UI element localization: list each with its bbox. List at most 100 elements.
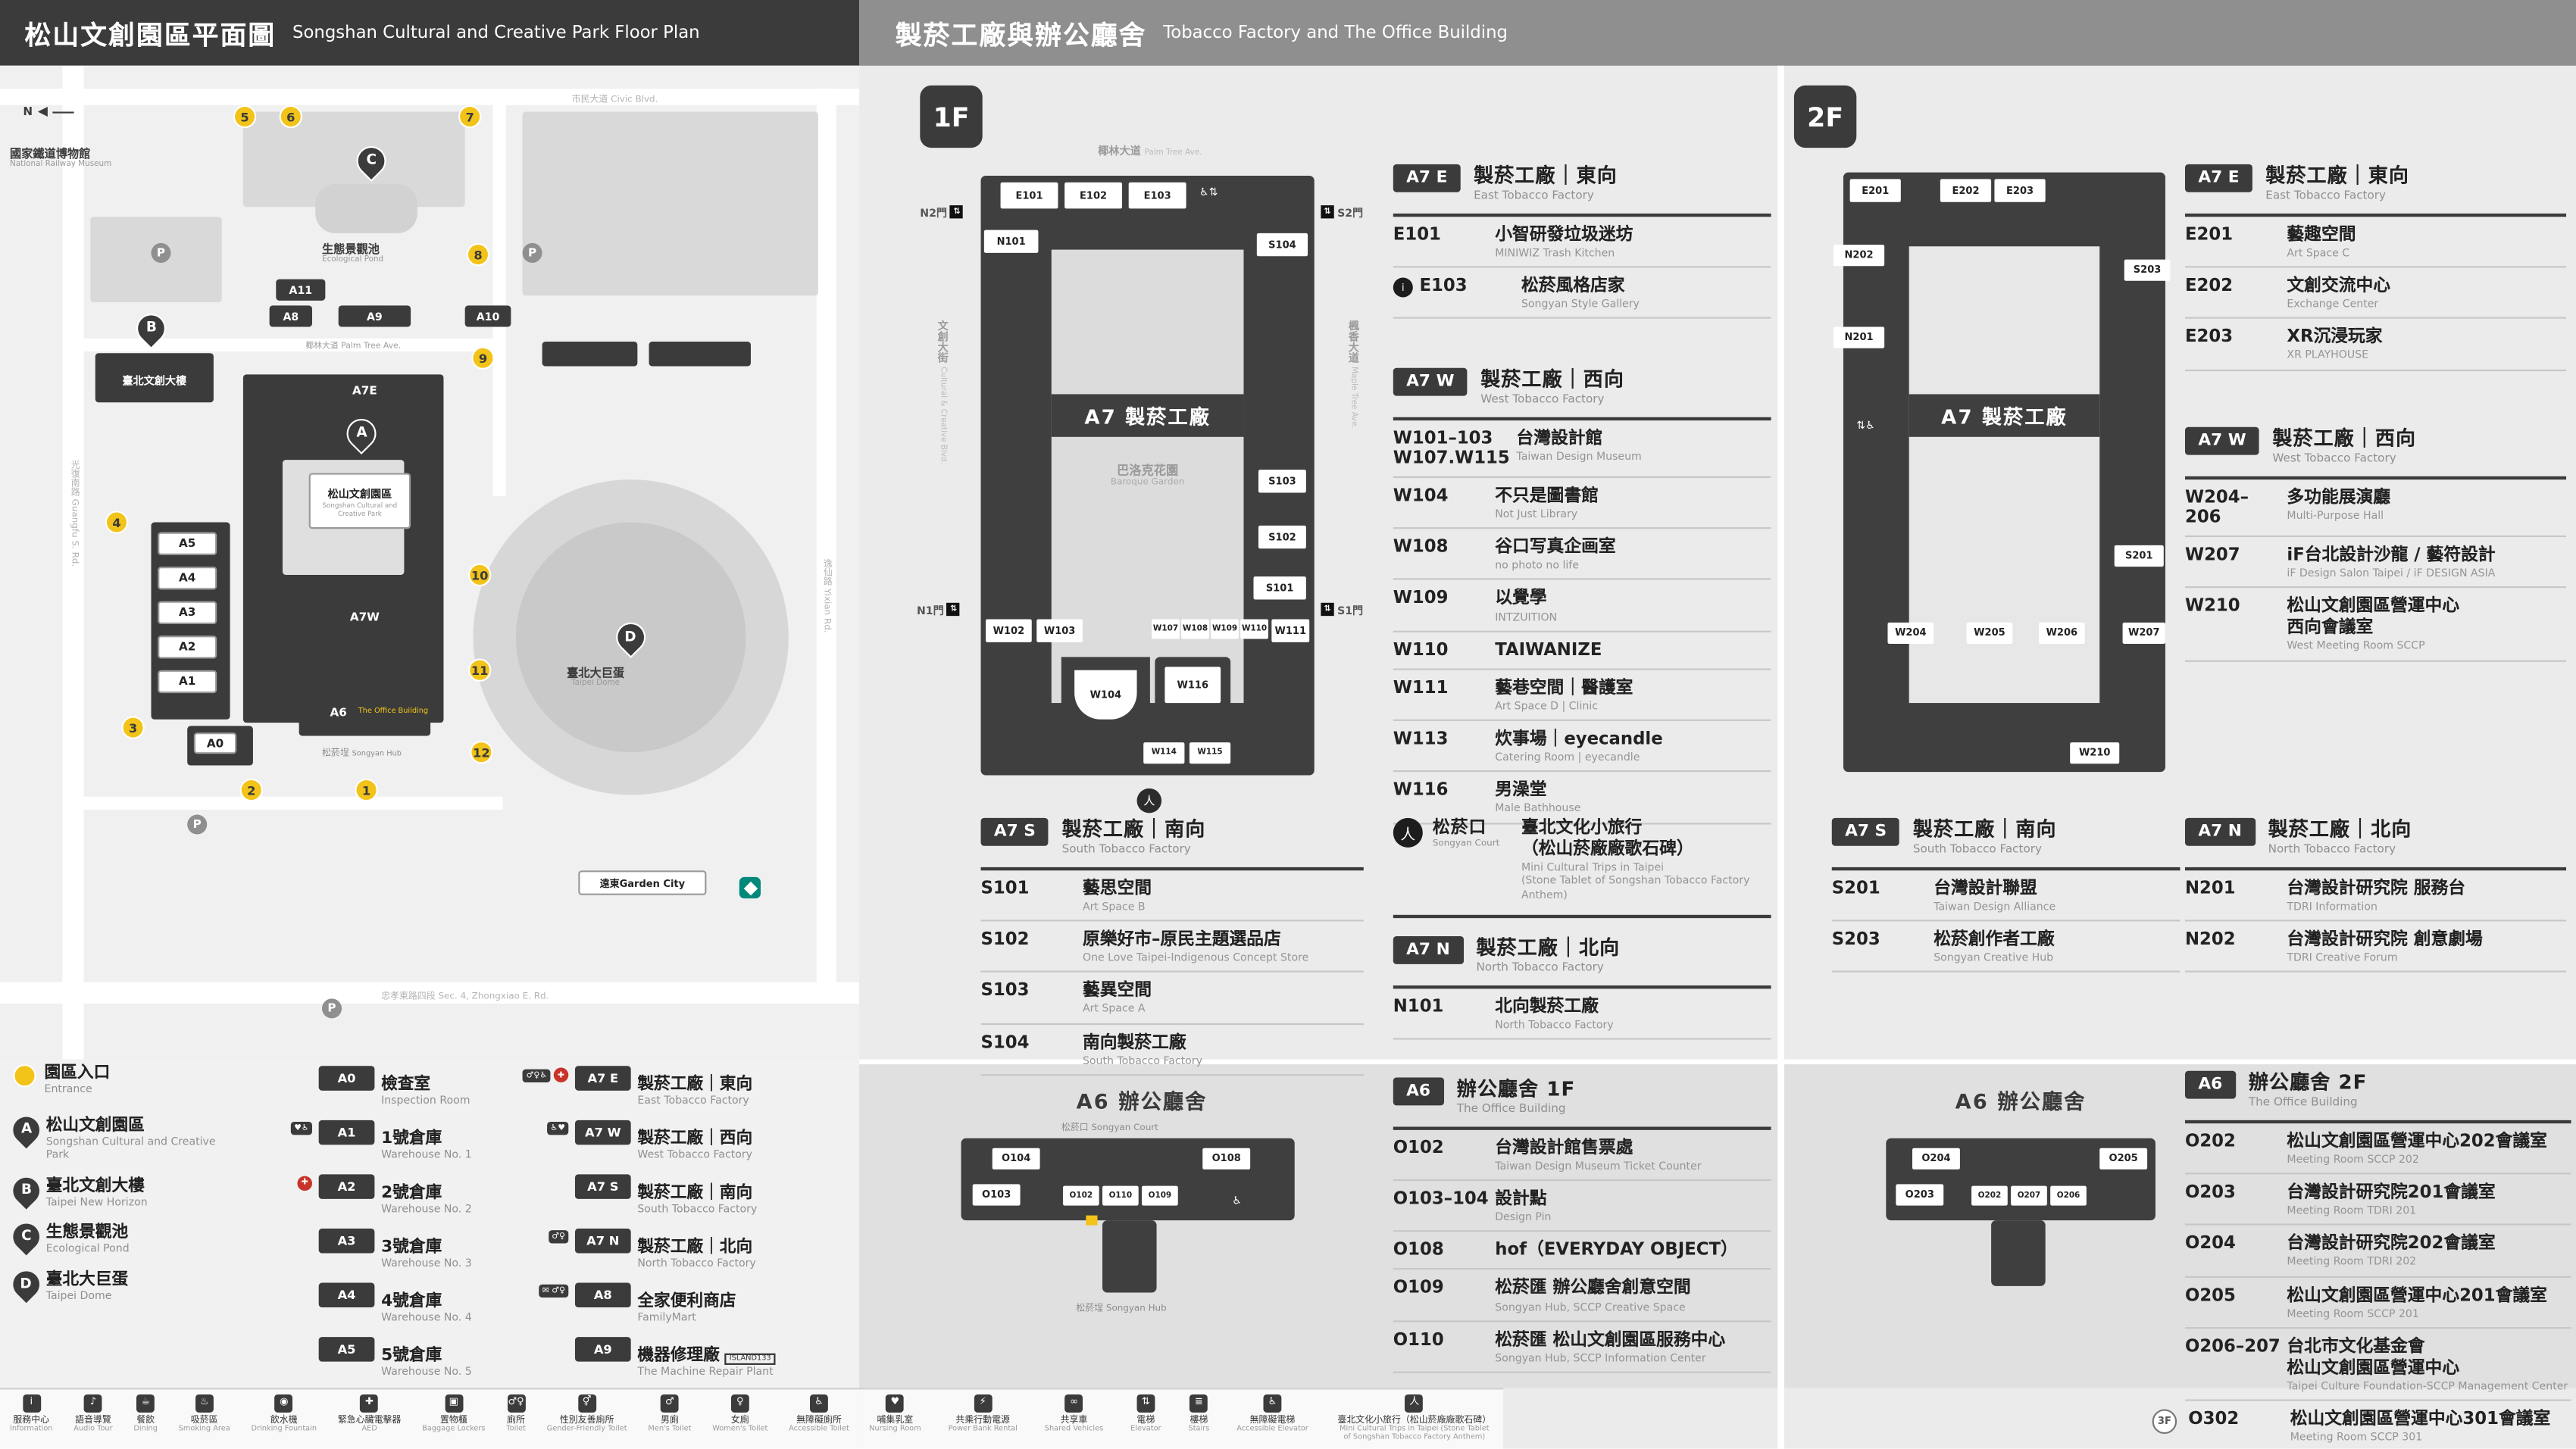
facility-name-zh: 樓梯 — [1190, 1416, 1208, 1426]
door-s1: ⇅S1門 — [1321, 601, 1363, 617]
room-name: 台灣設計館售票處 Taiwan Design Museum Ticket Cou… — [1495, 1138, 1702, 1173]
facility-name-zh: 共享車 — [1060, 1416, 1088, 1426]
facility-name-en: Gender-Friendly Toilet — [546, 1426, 627, 1435]
entrance-7: 7 — [458, 105, 482, 129]
room-code: O109 — [1393, 1278, 1444, 1298]
facility-icon: ☕ — [136, 1394, 155, 1413]
road-zhongxiao — [0, 982, 860, 1004]
legend-building-row: ✚ A2 2號倉庫 Warehouse No. 2 — [263, 1173, 539, 1217]
facility-icon: ∞ — [1064, 1394, 1083, 1413]
directory-row: O202 松山文創園區營運中心202會議室 Meeting Room SCCP … — [2184, 1123, 2571, 1175]
directory-row: E201 藝趣空間 Art Space C — [2184, 217, 2567, 268]
facility-item: ♥ 哺集乳室 Nursing Room — [869, 1394, 921, 1435]
left-title-en: Songshan Cultural and Creative Park Floo… — [292, 23, 700, 43]
building-name-zh: 製菸工廠｜西向 — [637, 1129, 753, 1148]
directory-row: S201 台灣設計聯盟 Taiwan Design Alliance — [1831, 870, 2181, 922]
map-pin-icon: B — [8, 1171, 45, 1209]
left-title-zh: 松山文創園區平面圖 — [24, 20, 277, 52]
legend-row-icons — [263, 1227, 312, 1230]
room-code: E202 — [2184, 276, 2234, 296]
building-code-box: A7 N — [574, 1228, 631, 1254]
directory-row: E203 XR沉浸玩家 XR PLAYHOUSE — [2184, 319, 2567, 370]
room-w114: W114 — [1143, 742, 1185, 764]
vertical-divider — [1777, 65, 1784, 1449]
directory-row: W108 谷口写真企画室 no photo no life — [1393, 529, 1771, 581]
aed-icon: ✚ — [553, 1067, 569, 1082]
directory-row: O102 台灣設計館售票處 Taiwan Design Museum Ticke… — [1393, 1129, 1771, 1182]
facility-name-en: Drinking Fountain — [251, 1426, 317, 1435]
building-name-zh: 2號倉庫 — [381, 1184, 442, 1203]
room-o103: O103 — [972, 1184, 1021, 1206]
section-title-en: South Tobacco Factory — [1912, 842, 2042, 856]
section-title-en: East Tobacco Factory — [2265, 189, 2387, 202]
entrance-3: 3 — [121, 716, 145, 739]
offsite-building-1 — [542, 342, 638, 367]
room-w109: W109 — [1211, 619, 1239, 639]
zhongxiao-label: 忠孝東路四段 Sec. 4, Zhongxiao E. Rd. — [381, 992, 549, 1002]
room-w206: W206 — [2038, 622, 2085, 645]
room-w104: W104 — [1074, 670, 1137, 720]
section-title-zh: 製菸工廠｜西向 — [1480, 367, 1624, 392]
section-list: O102 台灣設計館售票處 Taiwan Design Museum Ticke… — [1393, 1129, 1771, 1373]
a8-box: A8 — [269, 305, 312, 327]
facility-name-en: Accessible Toilet — [789, 1426, 849, 1435]
building-code-box: A7 E — [574, 1066, 631, 1091]
a11-box: A11 — [276, 279, 326, 301]
facility-name-en: Accessible Elevator — [1236, 1426, 1308, 1435]
directory-row: W104 不只是圖書館 Not Just Library — [1393, 478, 1771, 529]
room-name: 松菸風格店家 Songyan Style Gallery — [1521, 276, 1640, 311]
section-code-box: A7 N — [2184, 817, 2256, 846]
room-o202: O202 — [1971, 1185, 2008, 1206]
entrance-12: 12 — [470, 740, 493, 764]
guangfu-label: 光復南路 Guangfu S. Rd. — [69, 460, 80, 567]
building-code-box: A3 — [318, 1228, 375, 1254]
room-code: S102 — [980, 929, 1030, 950]
directory-row: E202 文創交流中心 Exchange Center — [2184, 267, 2567, 320]
room-code: O205 — [2184, 1285, 2236, 1305]
map-pin-icon: A — [8, 1111, 45, 1149]
facility-item: ♂♀ 廁所 Toilet — [506, 1394, 526, 1435]
section-list: O202 松山文創園區營運中心202會議室 Meeting Room SCCP … — [2152, 1123, 2571, 1449]
room-w205: W205 — [1966, 622, 2013, 645]
entrance-4: 4 — [105, 511, 129, 534]
facility-mini-icon: ✉ ♂♀ — [539, 1284, 569, 1298]
a7-1f-label: A7 製菸工廠 — [1051, 394, 1244, 437]
room-name: 台灣設計館 Taiwan Design Museum — [1516, 428, 1642, 464]
entrance-5: 5 — [233, 105, 257, 129]
building-code-box: A7 W — [574, 1120, 631, 1145]
section-title-en: The Office Building — [1456, 1101, 1566, 1116]
building-name-zh: 製菸工廠｜東向 — [637, 1076, 753, 1095]
sccp-label-box: 松山文創園區 Songshan Cultural and Creative Pa… — [308, 473, 411, 529]
building-name-en: Warehouse No. 5 — [381, 1365, 472, 1379]
office-building-en-label: The Office Building — [358, 707, 429, 717]
room-n202: N202 — [1833, 245, 1885, 267]
facility-name-en: Men's Toilet — [648, 1426, 692, 1435]
room-name: 松菸創作者工廠 Songyan Creative Hub — [1934, 929, 2055, 965]
directory-row: O203 台灣設計研究院201會議室 Meeting Room TDRI 201 — [2184, 1174, 2571, 1226]
floor-2f-badge: 2F — [1793, 85, 1857, 148]
street-left-label: 文創大街 Cultural & Creative Blvd. — [934, 320, 949, 464]
facility-icon: ♿ — [810, 1394, 828, 1413]
map-a4-box: A4 — [158, 567, 217, 590]
room-code: O110 — [1393, 1329, 1444, 1350]
pin-name-zh: 臺北大巨蛋 — [45, 1271, 129, 1290]
room-name: 以覺學 INTZUITION — [1495, 589, 1558, 624]
map-pin-icon: D — [8, 1266, 45, 1304]
building-code-box: A5 — [318, 1336, 375, 1362]
room-code: N101 — [1393, 996, 1444, 1016]
building-name-zh: 4號倉庫 — [381, 1292, 442, 1311]
room-name: 不只是圖書館 Not Just Library — [1495, 486, 1599, 521]
court-title-zh: 松菸口 — [1432, 817, 1487, 838]
garden-city-box: 遠東Garden City — [578, 870, 707, 895]
room-code: W111 — [1393, 678, 1449, 698]
entrance-door-icon — [1086, 1215, 1098, 1226]
aed-icon: ✚ — [297, 1176, 312, 1191]
room-name: 台灣設計聯盟 Taiwan Design Alliance — [1934, 878, 2056, 913]
section-title-en: North Tobacco Factory — [2268, 842, 2396, 856]
room-e101: E101 — [1000, 182, 1058, 209]
